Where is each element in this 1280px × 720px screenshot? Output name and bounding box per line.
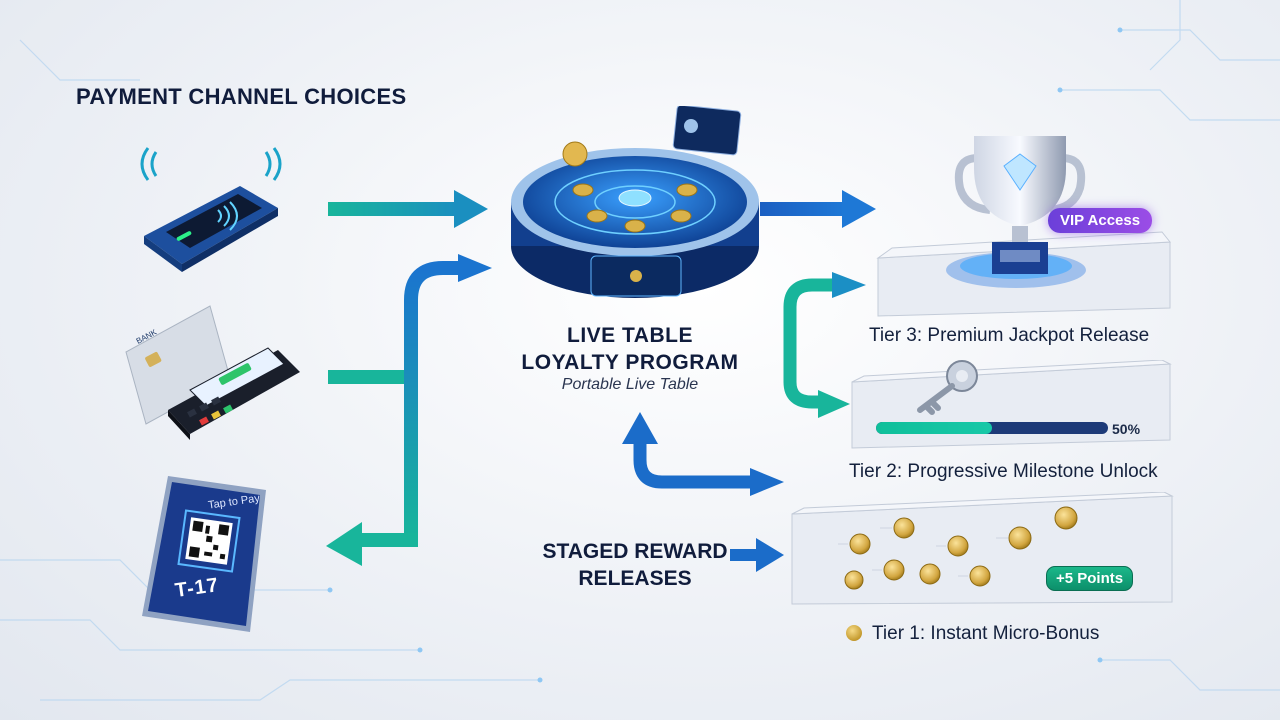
live-table-icon	[511, 106, 759, 298]
points-badge: +5 Points	[1046, 566, 1134, 591]
arrow-card-to-table	[328, 254, 492, 540]
arrow-table-to-tier3	[760, 190, 876, 228]
tier2-label: Tier 2: Progressive Milestone Unlock	[849, 461, 1158, 482]
arrow-staged-to-tier1	[730, 538, 784, 572]
payment-channel-heading: PAYMENT CHANNEL CHOICES	[76, 84, 407, 109]
tier1-label: Tier 1: Instant Micro-Bonus	[872, 623, 1100, 644]
arrow-table-to-phone	[326, 522, 418, 566]
vip-access-badge: VIP Access	[1048, 208, 1153, 233]
coin-icon	[838, 506, 1078, 590]
card-terminal-icon: BANK	[125, 305, 300, 440]
staged-reward-label: STAGED REWARD RELEASES	[520, 538, 750, 592]
arrow-terminal-to-table	[328, 190, 488, 228]
tier2-shelf	[851, 360, 1172, 449]
center-title-line1: LIVE TABLE	[567, 324, 693, 347]
tier2-progress-bar	[876, 422, 1108, 434]
tier2-progress-text: 50%	[1112, 421, 1141, 437]
arrow-tier-bracket	[783, 272, 866, 418]
key-icon	[917, 360, 978, 415]
center-title-line2: LOYALTY PROGRAM	[521, 351, 739, 374]
smartphone-qr-icon	[142, 476, 266, 632]
center-subtitle: Portable Live Table	[561, 376, 699, 393]
coin-legend-icon	[846, 625, 862, 641]
tier2-progress-fill	[876, 422, 992, 434]
staged-line1: STAGED REWARD	[542, 540, 728, 563]
trophy-icon	[954, 136, 1086, 274]
arrow-tier-to-table	[622, 412, 784, 496]
staged-line2: RELEASES	[578, 567, 692, 590]
center-title: LIVE TABLE LOYALTY PROGRAM	[500, 322, 760, 376]
tier3-label: Tier 3: Premium Jackpot Release	[869, 325, 1150, 346]
nfc-terminal-icon	[140, 147, 282, 272]
